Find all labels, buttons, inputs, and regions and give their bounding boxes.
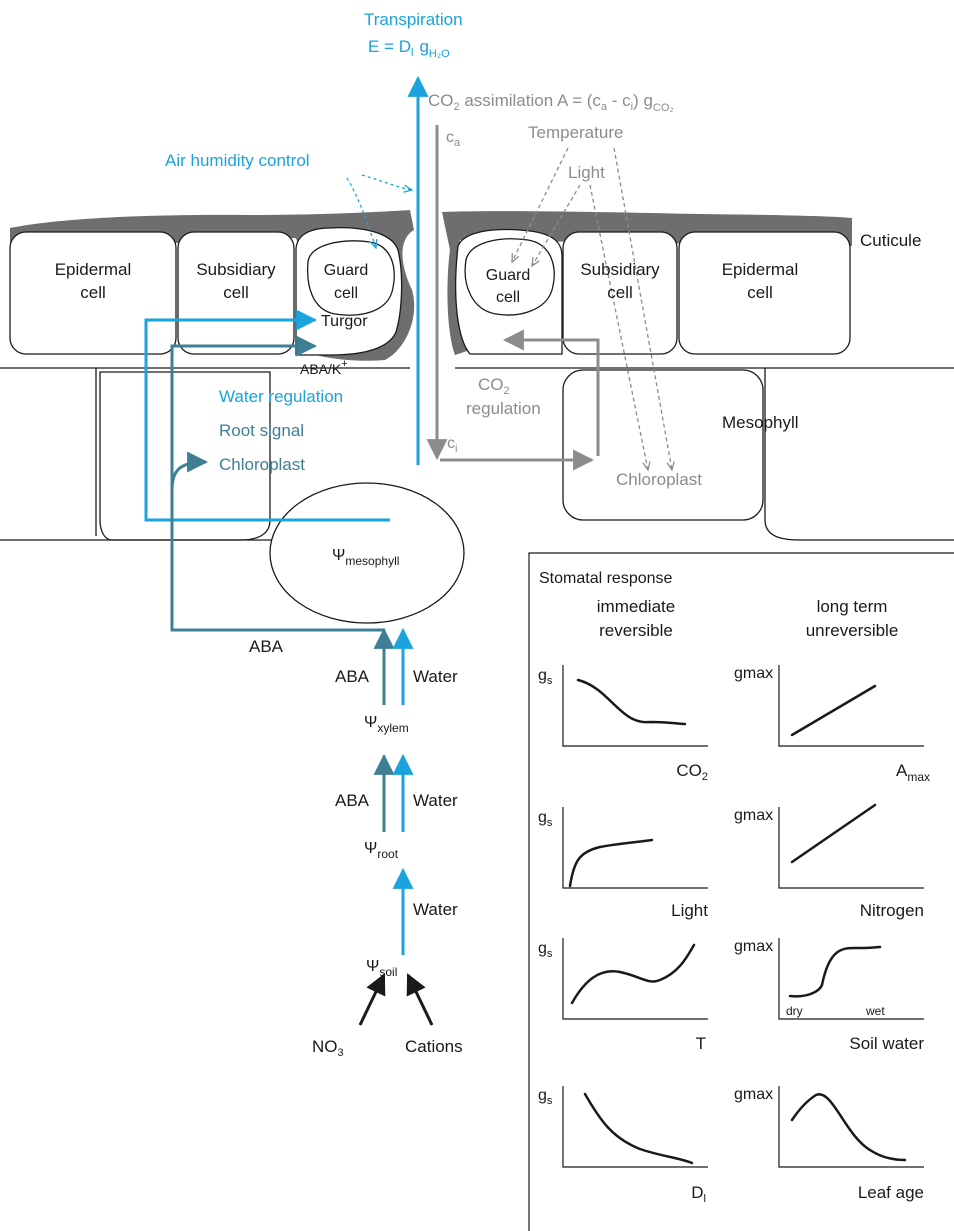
subsidiary-cell-left bbox=[177, 231, 295, 355]
subsidiary-right-label-2: cell bbox=[607, 283, 633, 302]
psi-xylem-label: Ψxylem bbox=[364, 714, 409, 735]
subsidiary-right-label-1: Subsidiary bbox=[580, 260, 660, 279]
plot7-xlabel: Dl bbox=[691, 1183, 706, 1205]
plot4-ylabel: gmax bbox=[734, 807, 773, 824]
cations-label: Cations bbox=[405, 1037, 463, 1056]
air-humidity-dashed-arrow-1 bbox=[361, 174, 412, 190]
guard-cell-left-vacuole bbox=[306, 240, 395, 316]
no3-arrow bbox=[358, 973, 386, 1026]
panel-col-left-1: immediate bbox=[597, 597, 675, 616]
panel-title: Stomatal response bbox=[539, 570, 673, 587]
water-regulation-loop bbox=[144, 309, 390, 522]
root-signal-label: Root signal bbox=[219, 421, 304, 440]
transpiration-title: Transpiration bbox=[364, 10, 463, 29]
light-label: Light bbox=[568, 163, 605, 182]
plot8-ylabel: gmax bbox=[734, 1086, 773, 1103]
subsidiary-cell-right bbox=[562, 231, 678, 355]
cations-arrow bbox=[406, 973, 434, 1026]
water-regulation-label: Water regulation bbox=[219, 387, 343, 406]
psi-root-label: Ψroot bbox=[364, 840, 399, 861]
subsidiary-left-label-2: cell bbox=[223, 283, 249, 302]
epidermal-left-label-1: Epidermal bbox=[55, 260, 132, 279]
chloroplast-right-label: Chloroplast bbox=[616, 470, 702, 489]
epidermal-left-label-2: cell bbox=[80, 283, 106, 302]
epidermal-right-label-1: Epidermal bbox=[722, 260, 799, 279]
cuticle-label: Cuticule bbox=[860, 231, 921, 250]
light-dashed-to-guard bbox=[532, 184, 581, 266]
water-label-2: Water bbox=[413, 791, 458, 810]
plot2-ylabel: gmax bbox=[734, 665, 773, 682]
plot6-dry-label: dry bbox=[786, 1004, 803, 1018]
plot6-ylabel: gmax bbox=[734, 938, 773, 955]
curve-gmax-soil-water bbox=[788, 945, 882, 998]
guard-right-label-1: Guard bbox=[486, 267, 530, 284]
chloroplast-left-label: Chloroplast bbox=[219, 455, 305, 474]
stomatal-response-panel-border bbox=[528, 552, 954, 1231]
temperature-dashed-to-chloroplast bbox=[613, 147, 672, 470]
co2-regulation-label-1: CO2 bbox=[478, 375, 510, 397]
panel-col-left-2: reversible bbox=[599, 621, 673, 640]
temperature-dashed-to-guard bbox=[512, 147, 569, 262]
plot3-xlabel: Light bbox=[671, 901, 708, 920]
psi-soil-label: Ψsoil bbox=[366, 958, 397, 979]
guard-right-label-2: cell bbox=[496, 289, 520, 306]
aba-label-1: ABA bbox=[335, 667, 370, 686]
aba-main-label: ABA bbox=[249, 637, 284, 656]
mini-plot-axes bbox=[562, 665, 924, 1168]
guard-left-label-2: cell bbox=[334, 285, 358, 302]
panel-col-right-1: long term bbox=[817, 597, 888, 616]
air-humidity-label: Air humidity control bbox=[165, 151, 310, 170]
psi-mesophyll-label: Ψmesophyll bbox=[332, 547, 399, 568]
co2-assimilation-equation: CO2 assimilation A = (ca - ci) gCO₂ bbox=[428, 91, 674, 114]
plot5-xlabel: T bbox=[696, 1034, 706, 1053]
curve-gmax-leaf-age bbox=[790, 1093, 907, 1162]
curve-gmax-amax bbox=[790, 684, 877, 737]
plot2-xlabel: Amax bbox=[896, 761, 930, 784]
panel-col-right-2: unreversible bbox=[806, 621, 899, 640]
plot3-ylabel: gs bbox=[538, 809, 553, 829]
no3-label: NO3 bbox=[312, 1037, 344, 1059]
mesophyll-boundary-right bbox=[455, 367, 954, 541]
subsidiary-left-label-1: Subsidiary bbox=[196, 260, 276, 279]
mesophyll-label: Mesophyll bbox=[722, 413, 799, 432]
mesophyll-cell-right bbox=[562, 369, 764, 521]
water-label-1: Water bbox=[413, 667, 458, 686]
chloroplast-signal-arrow bbox=[170, 451, 209, 491]
temperature-label: Temperature bbox=[528, 123, 623, 142]
plot6-wet-label: wet bbox=[865, 1004, 885, 1018]
curve-gs-t bbox=[570, 943, 696, 1005]
plot5-ylabel: gs bbox=[538, 940, 553, 960]
plot7-ylabel: gs bbox=[538, 1087, 553, 1107]
curve-gs-dl bbox=[583, 1092, 694, 1165]
mini-plot-curves bbox=[568, 678, 907, 1165]
plot8-xlabel: Leaf age bbox=[858, 1183, 924, 1202]
mesophyll-cell-left bbox=[99, 371, 271, 541]
co2-regulation-arrow bbox=[502, 329, 600, 456]
curve-gmax-nitrogen bbox=[790, 803, 877, 864]
aba-label-2: ABA bbox=[335, 791, 370, 810]
aba-k-label: ABA/K+ bbox=[300, 358, 348, 377]
epidermal-cell-left bbox=[9, 231, 177, 355]
plot1-ylabel: gs bbox=[538, 667, 553, 687]
ca-label: ca bbox=[446, 129, 461, 149]
curve-gs-co2 bbox=[576, 678, 687, 726]
plot4-xlabel: Nitrogen bbox=[860, 901, 924, 920]
epidermal-cell-right bbox=[678, 231, 851, 355]
turgor-label: Turgor bbox=[321, 313, 368, 330]
water-label-3: Water bbox=[413, 900, 458, 919]
ci-label: ci bbox=[447, 435, 457, 455]
plot6-xlabel: Soil water bbox=[849, 1034, 924, 1053]
psi-mesophyll-ellipse bbox=[269, 482, 465, 624]
plot1-xlabel: CO2 bbox=[676, 761, 708, 783]
epidermal-right-label-2: cell bbox=[747, 283, 773, 302]
co2-regulation-label-2: regulation bbox=[466, 399, 541, 418]
guard-left-label-1: Guard bbox=[324, 262, 368, 279]
curve-gs-light bbox=[568, 838, 654, 888]
air-humidity-dashed-arrow-2 bbox=[346, 177, 376, 248]
